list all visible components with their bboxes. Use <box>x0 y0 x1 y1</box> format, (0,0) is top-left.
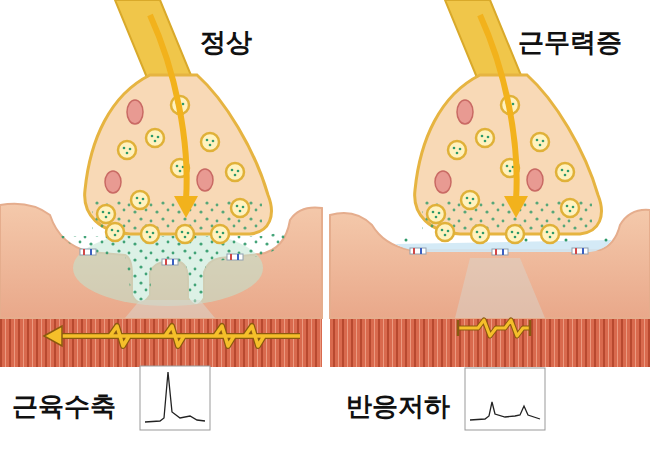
myasthenia-synapse <box>330 0 650 430</box>
panel-title: 근무력증 <box>518 28 622 58</box>
normal-synapse <box>0 0 322 430</box>
panel-title: 정상 <box>200 28 252 58</box>
result-label: 반응저하 <box>346 392 450 422</box>
result-label: 근육수축 <box>12 392 116 422</box>
